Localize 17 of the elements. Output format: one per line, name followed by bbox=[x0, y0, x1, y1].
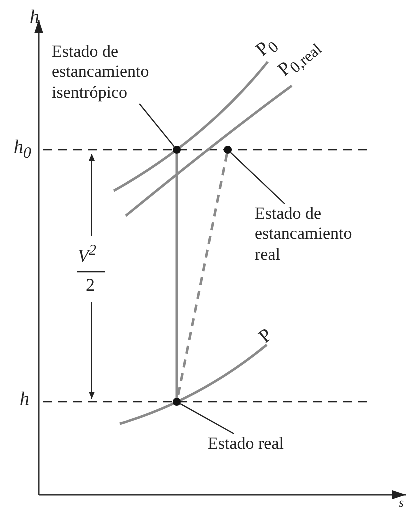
state-point bbox=[173, 146, 181, 154]
process-line bbox=[176, 154, 178, 398]
axis-label: h bbox=[20, 390, 30, 409]
axis-label: s bbox=[399, 496, 404, 509]
axis-label: P bbox=[256, 326, 276, 347]
axis-label: V$^{2}$ bbox=[78, 244, 96, 265]
axis-label: 2 bbox=[86, 276, 95, 294]
state-label: Estado real bbox=[208, 434, 285, 454]
leader-line bbox=[230, 152, 286, 204]
state-point bbox=[173, 398, 181, 406]
axis-label: h$_{0}$ bbox=[14, 138, 32, 162]
state-label: Estado de estancamiento isentrópico bbox=[52, 42, 150, 104]
state-point bbox=[224, 146, 232, 154]
axis-label: h bbox=[30, 8, 40, 27]
state-label: Estado de estancamiento real bbox=[255, 204, 354, 266]
leader-line bbox=[180, 403, 235, 435]
leader-line bbox=[139, 104, 175, 148]
